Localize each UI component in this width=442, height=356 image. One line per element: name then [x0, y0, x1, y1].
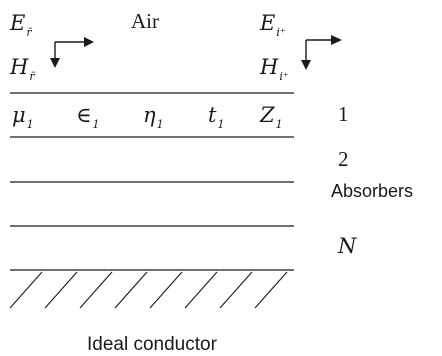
- layer-number-n: N: [337, 234, 357, 258]
- param-permeability: μ1: [12, 103, 34, 131]
- ideal-conductor-label: Ideal conductor: [87, 334, 218, 355]
- left-h-field-label: Hr̄: [9, 55, 36, 83]
- param-permittivity: ∈1: [76, 103, 100, 131]
- layer-number-1: 1: [338, 102, 349, 126]
- param-impedance-z: Z1: [259, 103, 283, 131]
- left-h-arrow-head: [50, 58, 60, 68]
- right-h-field-label: Hi⁺: [259, 55, 289, 83]
- param-impedance-eta: η1: [143, 103, 164, 131]
- param-thickness: t1: [208, 103, 224, 131]
- ground-hatching: [9, 271, 288, 309]
- right-e-field-label: Ei⁺: [259, 11, 286, 39]
- right-e-arrow-head: [331, 35, 342, 45]
- left-field-arrows: [50, 37, 94, 68]
- left-e-arrow-head: [84, 37, 94, 47]
- absorbers-label: Absorbers: [331, 181, 413, 201]
- right-field-arrows: [301, 35, 342, 70]
- layer-number-2: 2: [338, 147, 349, 171]
- left-e-field-label: Er̄: [9, 11, 33, 39]
- air-label: Air: [131, 9, 159, 33]
- right-h-arrow-head: [301, 60, 311, 70]
